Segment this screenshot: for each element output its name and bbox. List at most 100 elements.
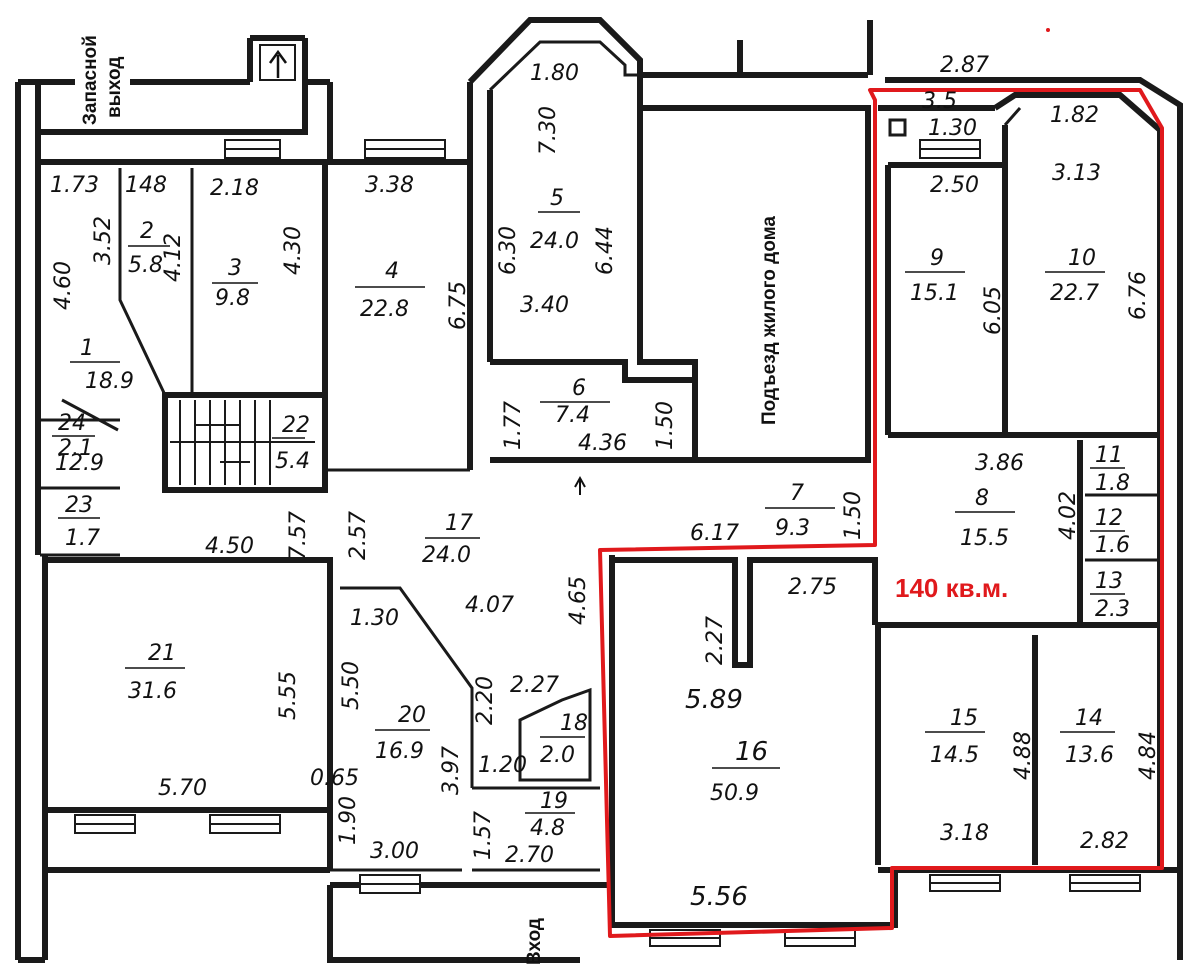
dim: 3.18: [940, 821, 989, 846]
dim: 1.20: [478, 753, 527, 778]
svg-text:22: 22: [282, 413, 310, 438]
dim: 5.55: [276, 671, 301, 720]
svg-text:9: 9: [930, 246, 944, 271]
dim: 1.57: [471, 811, 496, 860]
dim: 2.20: [473, 676, 498, 725]
svg-text:13: 13: [1095, 569, 1123, 594]
dim: 1.73: [50, 173, 99, 198]
svg-text:50.9: 50.9: [710, 781, 759, 806]
room-2-label: 25.8: [128, 219, 170, 278]
dim: 6.44: [593, 226, 618, 275]
svg-text:3: 3: [228, 256, 242, 281]
dim: 148: [125, 173, 167, 198]
emergency-exit-label-2: выход: [104, 57, 125, 118]
dim: 4.50: [205, 534, 254, 559]
annotations: Запасной выход Подъезд жилого дома Вход …: [80, 35, 1008, 965]
room-23-label: 231.7: [58, 493, 100, 551]
svg-text:2.0: 2.0: [540, 743, 575, 768]
dim: 1.80: [530, 61, 579, 86]
svg-text:17: 17: [445, 511, 473, 536]
svg-text:18.9: 18.9: [85, 369, 134, 394]
svg-text:5: 5: [550, 186, 564, 211]
dim: 1.50: [653, 401, 678, 450]
dim: 3.38: [365, 173, 414, 198]
svg-text:18: 18: [560, 711, 588, 736]
room-10-label: 10 22.7: [1045, 246, 1105, 306]
dim: 2.27: [703, 616, 728, 665]
dim: 1.77: [501, 401, 526, 450]
svg-text:2.3: 2.3: [1095, 597, 1130, 622]
svg-text:19: 19: [540, 789, 568, 814]
room-1-label: 118.9: [70, 336, 134, 394]
svg-text:9.3: 9.3: [775, 516, 810, 541]
svg-text:5.4: 5.4: [275, 449, 310, 474]
dim: 3.97: [439, 746, 464, 795]
svg-text:12: 12: [1095, 506, 1123, 531]
svg-text:1.7: 1.7: [65, 526, 100, 551]
dim: 7.57: [286, 511, 311, 560]
stair-hatching: [170, 400, 315, 485]
dim: 4.30: [281, 226, 306, 275]
dim: 7.30: [536, 106, 561, 155]
svg-text:22.7: 22.7: [1050, 281, 1099, 306]
arrow-icons: [268, 28, 1050, 495]
room-22-label: 225.4: [272, 413, 310, 474]
svg-text:14: 14: [1075, 706, 1103, 731]
svg-text:10: 10: [1068, 246, 1096, 271]
entrance-label: Вход: [524, 918, 545, 965]
svg-text:7.4: 7.4: [555, 403, 590, 428]
svg-text:21: 21: [148, 641, 176, 666]
dim: 1.82: [1050, 103, 1099, 128]
svg-text:1.6: 1.6: [1095, 533, 1130, 558]
svg-text:22.8: 22.8: [360, 297, 409, 322]
svg-text:15.1: 15.1: [910, 281, 959, 306]
svg-text:14.5: 14.5: [930, 743, 979, 768]
svg-text:5.8: 5.8: [128, 253, 163, 278]
svg-text:4: 4: [385, 259, 399, 284]
dim: 6.76: [1126, 271, 1151, 320]
room-6-label: 67.4: [540, 376, 610, 428]
total-area-label: 140 кв.м.: [895, 573, 1008, 603]
dim: 3.5: [922, 89, 957, 114]
dim: 3.40: [520, 293, 569, 318]
dim: 0.65: [310, 766, 359, 791]
svg-text:2: 2: [140, 219, 154, 244]
svg-text:6: 6: [572, 376, 586, 401]
dim: 2.27: [510, 673, 559, 698]
dim: 3.00: [370, 839, 419, 864]
room-24-label: 242.1: [52, 411, 95, 461]
svg-text:8: 8: [975, 486, 989, 511]
room-7-label: 79.3: [765, 481, 835, 541]
svg-text:13.6: 13.6: [1065, 743, 1114, 768]
room-19-label: 194.8: [525, 789, 575, 841]
svg-text:11: 11: [1095, 443, 1123, 468]
svg-text:23: 23: [65, 493, 93, 518]
dim: 4.36: [578, 431, 627, 456]
dim: 4.84: [1136, 731, 1161, 780]
svg-text:9.8: 9.8: [215, 286, 250, 311]
room-13-label: 132.3: [1090, 569, 1130, 622]
room-8-label: 815.5: [955, 486, 1015, 551]
svg-text:15.5: 15.5: [960, 526, 1009, 551]
dim: 3.86: [975, 451, 1024, 476]
room-5-label: 524.0: [530, 186, 580, 254]
dim: 1.30: [350, 606, 399, 631]
room-12-label: 121.6: [1090, 506, 1130, 558]
dim: 4.65: [566, 576, 591, 625]
stairwell-label: Подъезд жилого дома: [759, 216, 780, 425]
dimension-labels: 1.73 148 2.18 3.38 1.80 7.30 6.30 6.44 3…: [50, 53, 1161, 912]
area-outline: [598, 88, 1164, 938]
dim: 6.05: [981, 286, 1006, 335]
dim: 2.82: [1080, 829, 1129, 854]
dim: 2.18: [210, 176, 259, 201]
dim: 6.17: [690, 521, 739, 546]
dim: 4.12: [161, 233, 186, 282]
svg-text:16.9: 16.9: [375, 739, 424, 764]
dim: 4.88: [1011, 731, 1036, 780]
dim: 6.30: [496, 226, 521, 275]
